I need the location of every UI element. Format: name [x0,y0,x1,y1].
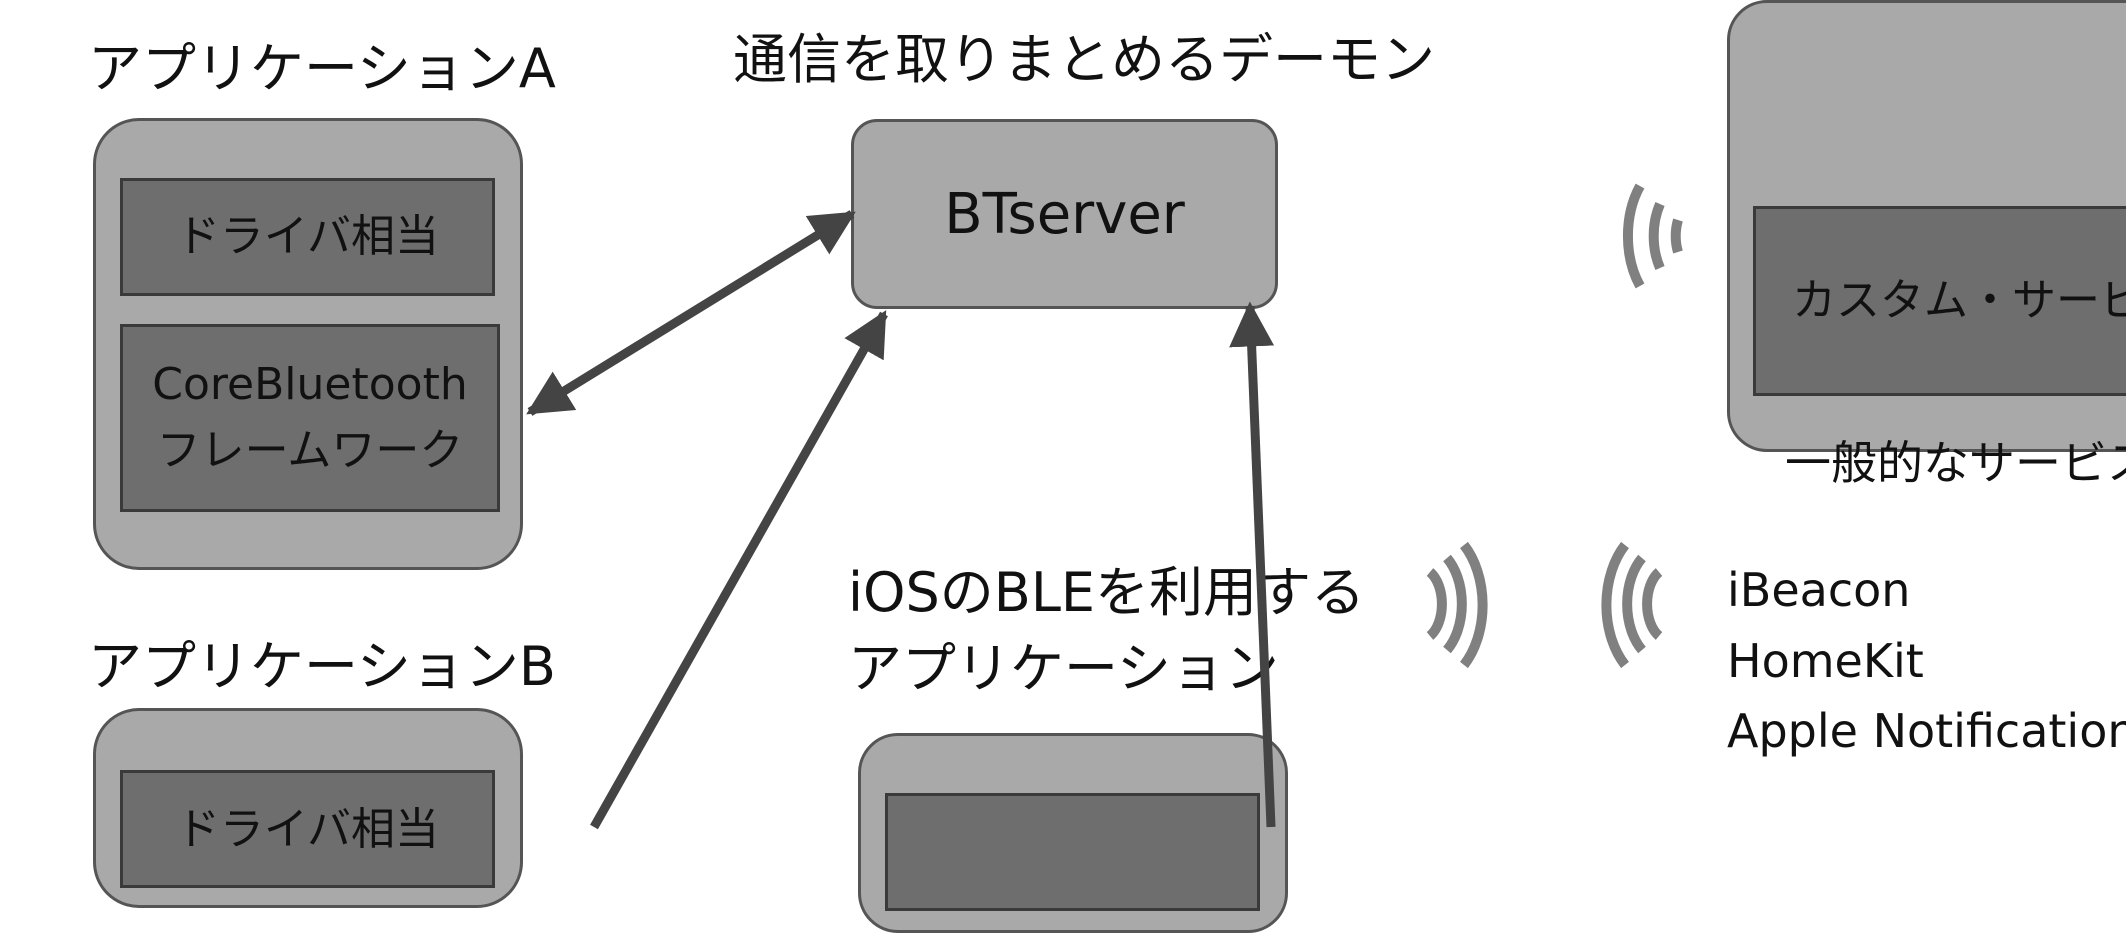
service-ibeacon: iBeacon [1727,563,1911,617]
custom-service-box: カスタム・サービ [1753,206,2126,396]
service-homekit: HomeKit [1727,634,1924,688]
daemon-title: 通信を取りまとめるデーモン [733,28,1435,91]
app-a-box: ドライバ相当 CoreBluetooth フレームワーク [93,118,523,570]
connections-layer [526,183,1683,830]
app-a-framework-box: CoreBluetooth フレームワーク [120,324,500,512]
ios-app-title-line2: アプリケーション [848,637,1279,700]
wireless-signal-icon [1601,541,1663,669]
app-b-title: アプリケーションB [88,635,556,698]
service-apple-notification: Apple Notification [1727,704,2126,758]
app-a-driver-label: ドライバ相当 [175,211,440,262]
general-services-label: 一般的なサービス [1785,436,2126,490]
app-a-framework-line2: フレームワーク [156,425,464,476]
device-box: カスタム・サービ [1727,0,2126,452]
arrow-ios-app-btserver [1229,301,1276,828]
wireless-signal-icon [1622,183,1683,289]
ios-app-title-line1: iOSのBLEを利用する [848,561,1366,624]
btserver-label: BTserver [944,181,1185,247]
app-a-driver-box: ドライバ相当 [120,178,495,296]
app-a-title: アプリケーションA [88,37,556,100]
app-a-framework-line1: CoreBluetooth [152,359,468,410]
arrow-app-b-btserver [590,310,888,830]
wireless-signal-icon [1426,541,1488,669]
arrow-app-a-btserver [526,210,856,416]
custom-service-label: カスタム・サービ [1792,275,2126,326]
